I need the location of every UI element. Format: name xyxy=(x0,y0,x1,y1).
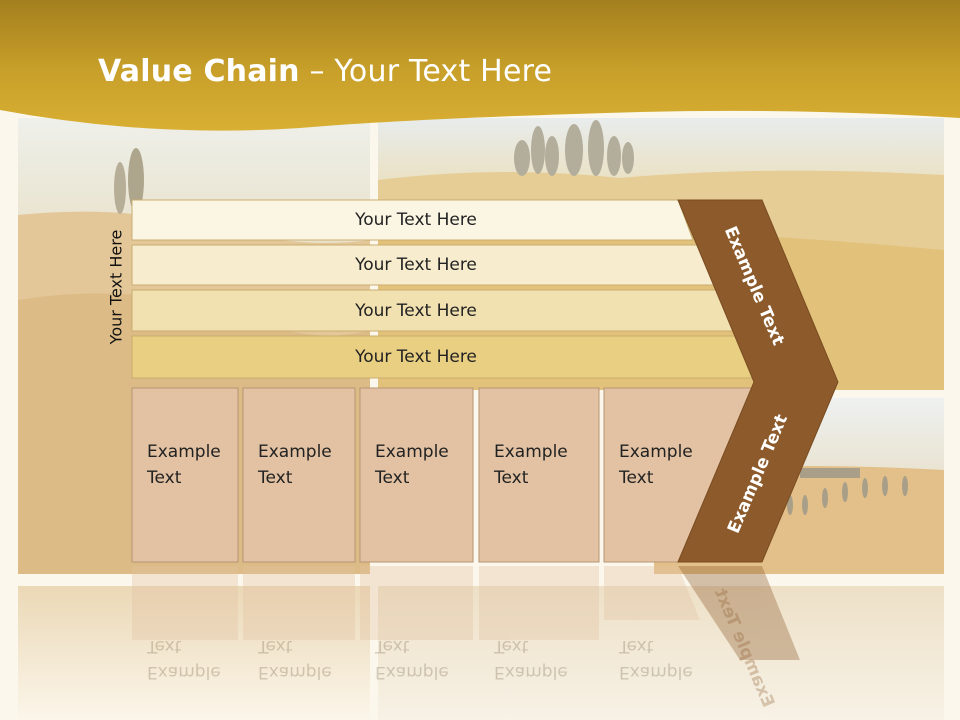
example-card-1 xyxy=(131,387,239,563)
example-card-reflection-label-2: Example Text xyxy=(258,636,332,682)
example-card-reflection-2 xyxy=(243,566,355,640)
example-card-reflection-label-3: Example Text xyxy=(375,636,449,682)
chevron-reflection xyxy=(678,566,800,660)
example-card-2 xyxy=(242,387,356,563)
value-bar-label-2: Your Text Here xyxy=(355,255,477,275)
diagram-reflection xyxy=(132,566,800,660)
example-card-reflection-4 xyxy=(479,566,599,640)
example-card-reflection-5 xyxy=(604,566,700,620)
value-bar-label-4: Your Text Here xyxy=(355,347,477,367)
chevron-arrow xyxy=(677,199,839,563)
example-card-label-2: Example Text xyxy=(258,442,332,488)
title-bold: Value Chain xyxy=(98,54,300,89)
example-card-label-3: Example Text xyxy=(375,442,449,488)
example-card-reflection-1 xyxy=(132,566,238,640)
value-bar-1 xyxy=(131,199,694,241)
example-card-label-5: Example Text xyxy=(619,442,693,488)
card-layer xyxy=(131,387,755,563)
example-card-reflection-3 xyxy=(360,566,473,640)
example-card-label-4: Example Text xyxy=(494,442,568,488)
example-card-3 xyxy=(359,387,474,563)
example-card-reflection-label-5: Example Text xyxy=(619,636,693,682)
value-bar-label-1: Your Text Here xyxy=(355,210,477,230)
example-card-4 xyxy=(478,387,600,563)
example-card-reflection-label-1: Example Text xyxy=(147,636,221,682)
example-card-reflection-label-4: Example Text xyxy=(494,636,568,682)
slide-title: Value Chain – Your Text Here xyxy=(98,54,552,89)
example-card-label-1: Example Text xyxy=(147,442,221,488)
value-bar-label-3: Your Text Here xyxy=(355,300,477,321)
title-rest: – Your Text Here xyxy=(299,54,553,89)
